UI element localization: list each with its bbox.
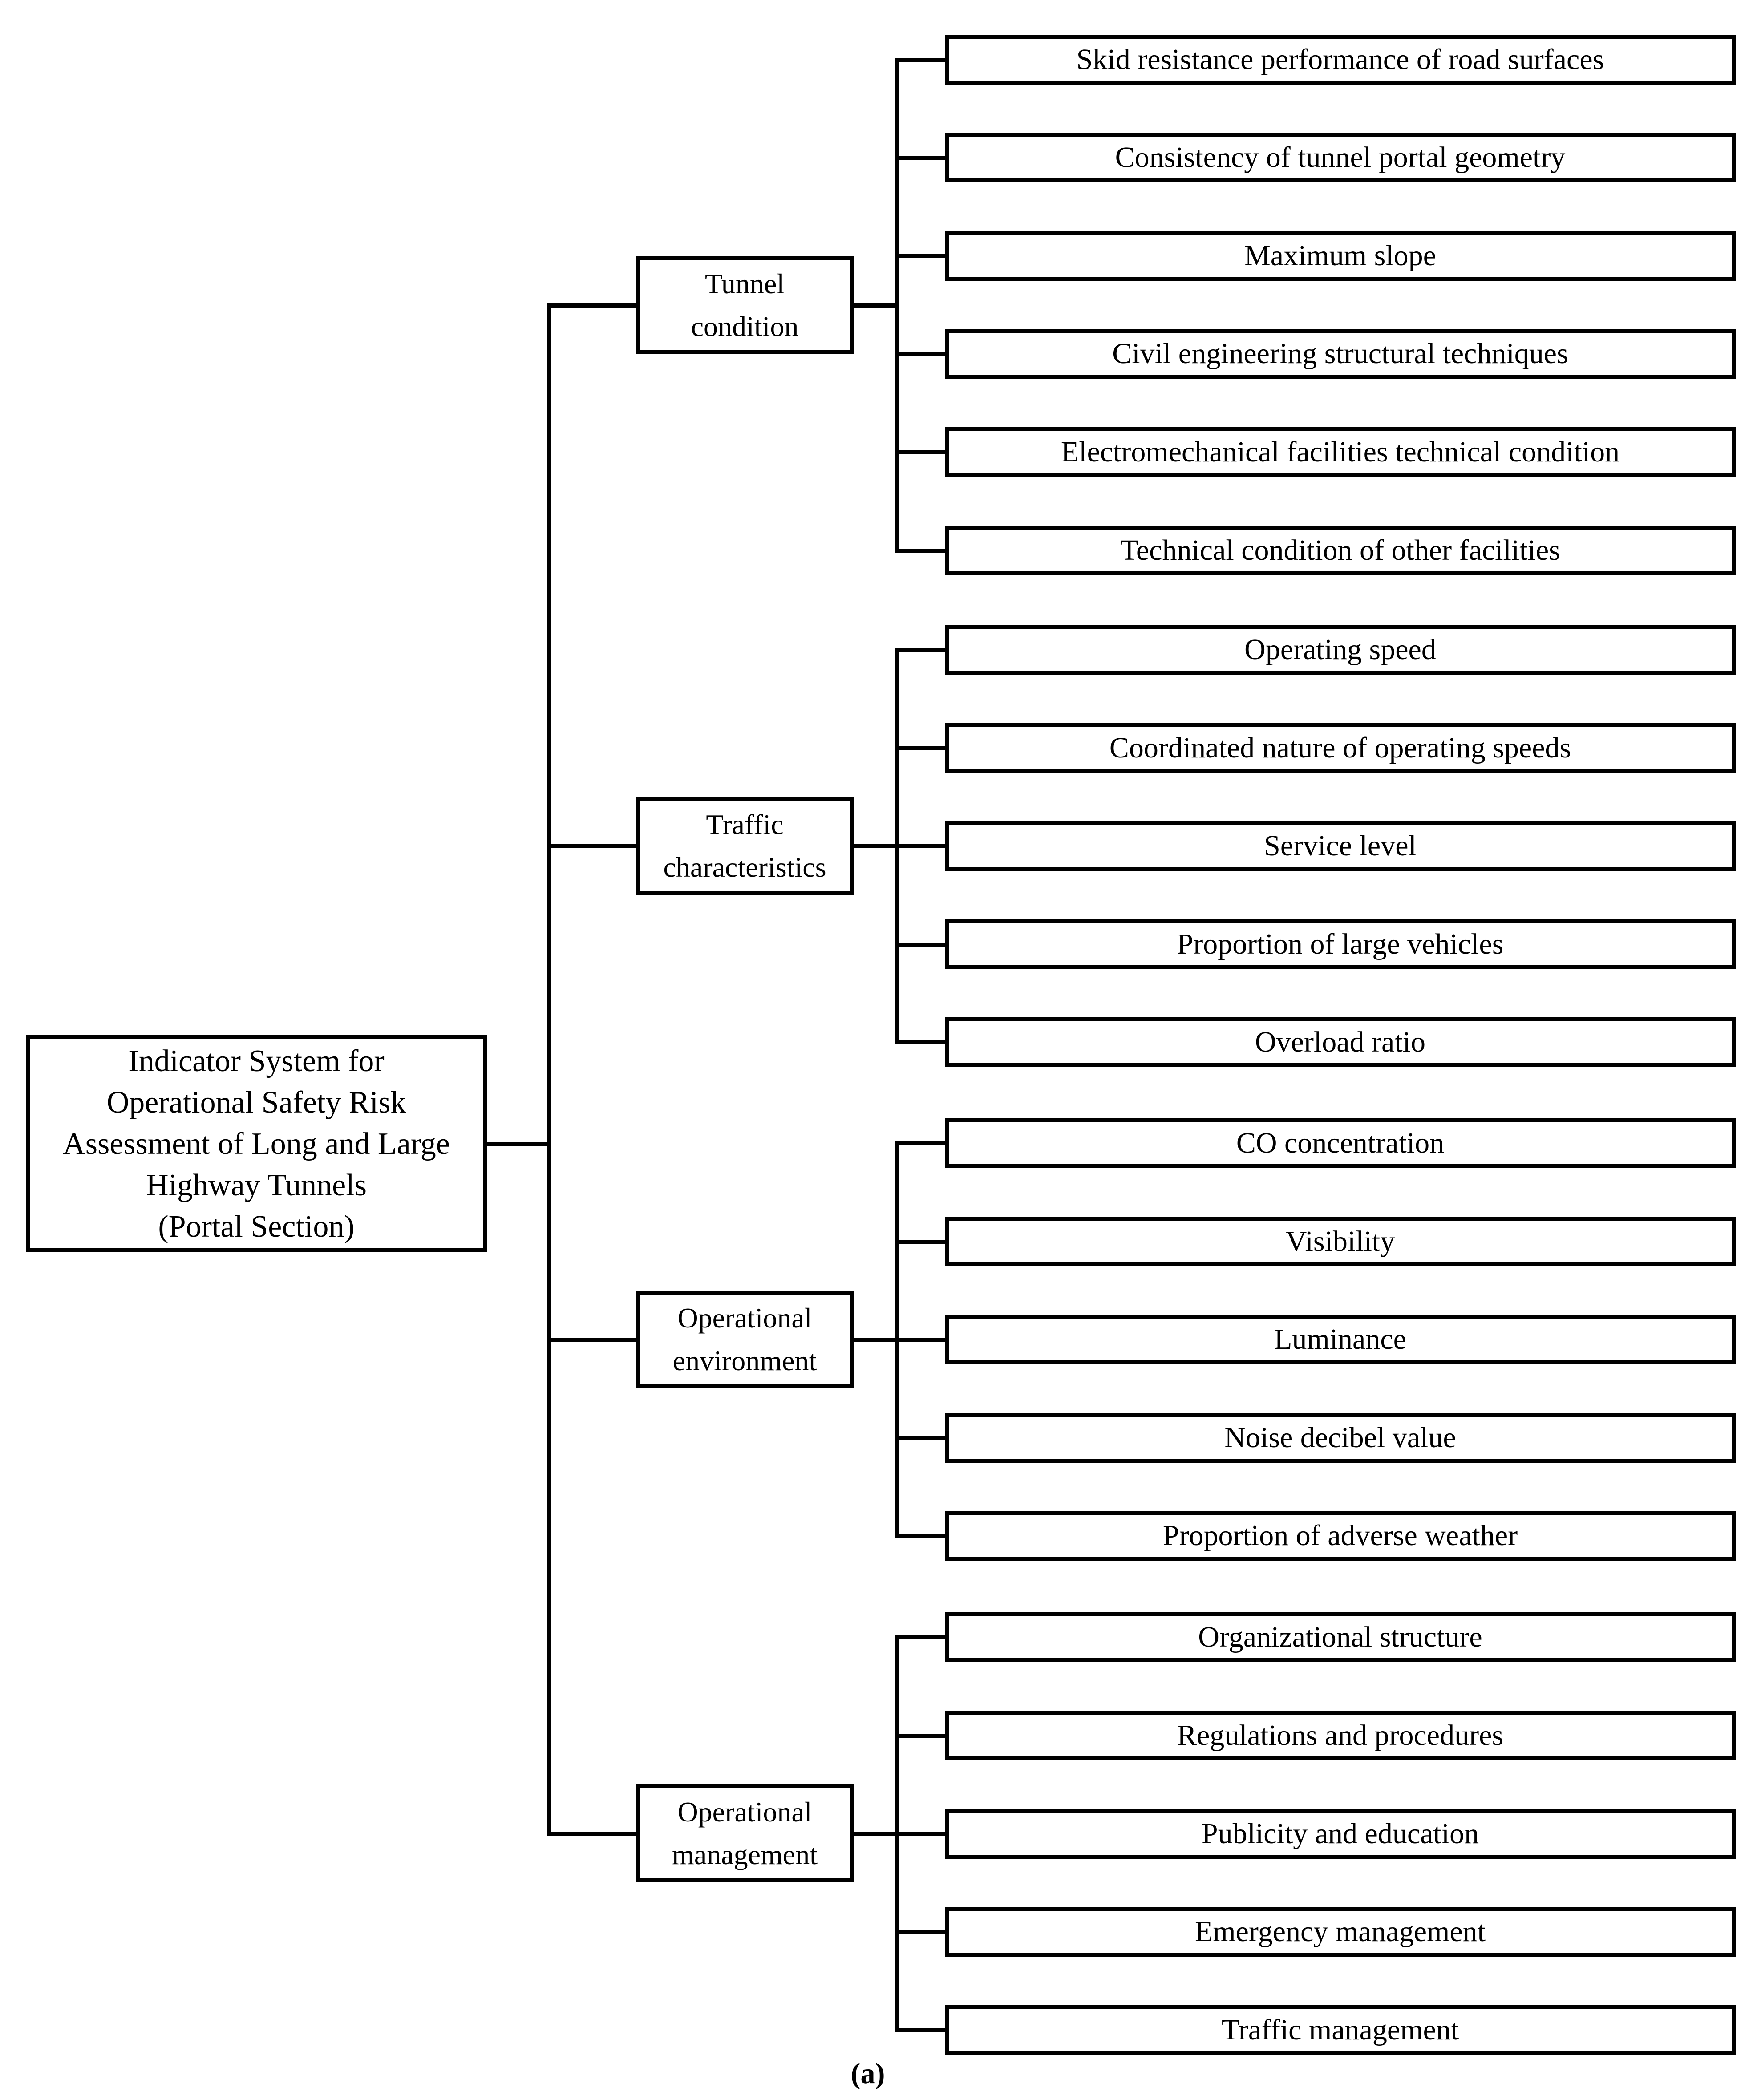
category-label-line: environment — [672, 1345, 817, 1376]
connector-line — [897, 548, 945, 553]
connector-line — [487, 1141, 551, 1146]
connector-line — [897, 1534, 945, 1538]
root-line: (Portal Section) — [158, 1209, 355, 1244]
connector-line — [897, 1635, 945, 1639]
connector-line — [548, 1831, 636, 1836]
connector-line — [897, 2028, 945, 2032]
category-node-operational-environment: Operational environment — [636, 1291, 854, 1388]
leaf-label: Coordinated nature of operating speeds — [1109, 732, 1571, 764]
connector-line — [546, 303, 551, 1836]
connector-line — [897, 1733, 945, 1738]
leaf-label: Emergency management — [1194, 1915, 1486, 1948]
category-node-operational-management: Operational management — [636, 1784, 854, 1882]
connector-line — [548, 303, 636, 308]
connector-line — [897, 844, 945, 848]
leaf-label: Organizational structure — [1198, 1621, 1482, 1653]
root-line: Indicator System for — [128, 1044, 385, 1078]
leaf-label: Publicity and education — [1201, 1817, 1479, 1850]
category-label-line: management — [672, 1839, 818, 1870]
root-line: Highway Tunnels — [146, 1168, 367, 1202]
leaf-node: Regulations and procedures — [945, 1711, 1736, 1760]
leaf-node: CO concentration — [945, 1118, 1736, 1168]
category-label-line: Operational — [677, 1302, 812, 1334]
connector-line — [897, 1337, 945, 1342]
connector-line — [897, 352, 945, 356]
leaf-node: Publicity and education — [945, 1809, 1736, 1859]
connector-line — [854, 303, 899, 308]
category-label-line: condition — [691, 311, 799, 342]
leaf-label: Maximum slope — [1244, 239, 1436, 272]
leaf-node: Maximum slope — [945, 231, 1736, 281]
leaf-node: Traffic management — [945, 2005, 1736, 2055]
connector-line — [897, 942, 945, 947]
leaf-label: Regulations and procedures — [1177, 1719, 1504, 1752]
connector-line — [897, 1141, 945, 1145]
category-label-line: Traffic — [706, 809, 784, 840]
leaf-label: Overload ratio — [1255, 1026, 1425, 1058]
leaf-node: Electromechanical facilities technical c… — [945, 427, 1736, 477]
leaf-label: Operating speed — [1244, 633, 1436, 666]
leaf-label: Visibility — [1285, 1225, 1395, 1258]
root-line: Assessment of Long and Large — [63, 1126, 450, 1161]
leaf-label: Proportion of adverse weather — [1162, 1519, 1518, 1552]
connector-line — [897, 254, 945, 258]
connector-line — [897, 1832, 945, 1836]
leaf-node: Overload ratio — [945, 1017, 1736, 1067]
connector-line — [897, 1239, 945, 1244]
leaf-node: Technical condition of other facilities — [945, 526, 1736, 575]
connector-line — [895, 57, 899, 553]
leaf-label: CO concentration — [1236, 1127, 1445, 1159]
leaf-node: Civil engineering structural techniques — [945, 329, 1736, 379]
leaf-node: Emergency management — [945, 1907, 1736, 1957]
category-label-line: Operational — [677, 1796, 812, 1828]
connector-line — [897, 1930, 945, 1934]
leaf-node: Skid resistance performance of road surf… — [945, 35, 1736, 85]
connector-line — [897, 450, 945, 454]
connector-line — [897, 155, 945, 160]
figure-caption: (a) — [850, 2057, 885, 2090]
leaf-node: Operating speed — [945, 625, 1736, 675]
leaf-node: Noise decibel value — [945, 1413, 1736, 1463]
root-line: Operational Safety Risk — [106, 1085, 406, 1120]
leaf-label: Electromechanical facilities technical c… — [1061, 436, 1620, 468]
leaf-label: Noise decibel value — [1224, 1421, 1456, 1454]
leaf-label: Civil engineering structural techniques — [1112, 337, 1568, 370]
connector-line — [897, 1436, 945, 1440]
leaf-label: Technical condition of other facilities — [1120, 534, 1560, 566]
leaf-label: Skid resistance performance of road surf… — [1076, 43, 1604, 76]
leaf-label: Consistency of tunnel portal geometry — [1115, 141, 1566, 174]
connector-line — [897, 57, 945, 62]
connector-line — [854, 1337, 899, 1342]
connector-line — [854, 1831, 899, 1836]
leaf-node: Luminance — [945, 1315, 1736, 1364]
root-node: Indicator System for Operational Safety … — [26, 1035, 487, 1252]
leaf-node: Proportion of large vehicles — [945, 919, 1736, 969]
category-label-line: Tunnel — [704, 268, 785, 299]
leaf-node: Visibility — [945, 1217, 1736, 1266]
leaf-node: Proportion of adverse weather — [945, 1511, 1736, 1561]
leaf-label: Proportion of large vehicles — [1177, 928, 1504, 960]
leaf-node: Coordinated nature of operating speeds — [945, 723, 1736, 773]
category-node-tunnel-condition: Tunnel condition — [636, 256, 854, 354]
leaf-label: Luminance — [1274, 1323, 1406, 1355]
leaf-node: Service level — [945, 821, 1736, 871]
leaf-label: Traffic management — [1221, 2014, 1459, 2046]
leaf-node: Organizational structure — [945, 1612, 1736, 1662]
connector-line — [897, 746, 945, 750]
leaf-label: Service level — [1264, 829, 1417, 862]
connector-line — [897, 647, 945, 652]
connector-line — [548, 844, 636, 848]
category-label-line: characteristics — [663, 851, 826, 883]
connector-line — [897, 1040, 945, 1044]
connector-line — [854, 844, 899, 848]
category-node-traffic-characteristics: Traffic characteristics — [636, 797, 854, 895]
connector-line — [548, 1337, 636, 1342]
leaf-node: Consistency of tunnel portal geometry — [945, 133, 1736, 182]
